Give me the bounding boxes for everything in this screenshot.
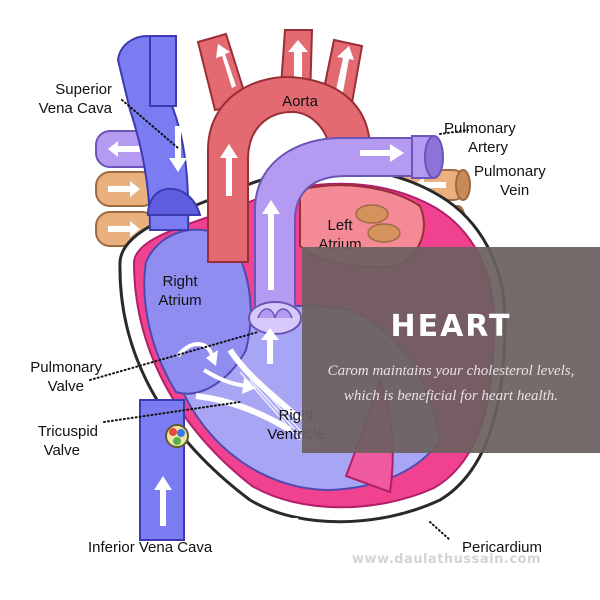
pulmonary-trunk — [248, 135, 444, 335]
label-pulmonary-valve-1: Pulmonary — [30, 359, 102, 376]
label-pulmonary-vein-1: Pulmonary — [474, 163, 546, 180]
label-inferior-vena-cava: Inferior Vena Cava — [88, 539, 213, 556]
label-pulmonary-valve-2: Valve — [48, 378, 84, 395]
label-superior-vena-cava-2: Vena Cava — [39, 100, 113, 117]
callout-pulmonary-valve — [89, 331, 259, 381]
info-card: HEART Carom maintains your cholesterol l… — [302, 247, 600, 453]
tricuspid-valve-marker — [165, 424, 189, 448]
vena-cava — [116, 35, 202, 541]
callout-tricuspid-valve — [103, 401, 241, 423]
label-right-atrium-1: Right — [162, 273, 198, 290]
label-right-atrium-2: Atrium — [158, 292, 201, 309]
label-pulmonary-artery-2: Artery — [468, 139, 509, 156]
label-superior-vena-cava-1: Superior — [55, 81, 112, 98]
label-pulmonary-artery-1: Pulmonary — [444, 120, 516, 137]
callout-pericardium — [429, 521, 451, 541]
watermark: www.daulathussain.com — [352, 552, 542, 567]
label-aorta: Aorta — [282, 93, 319, 110]
card-title: HEART — [390, 309, 512, 344]
label-tricuspid-valve-2: Valve — [44, 442, 80, 459]
callout-pulmonary-artery — [439, 129, 469, 135]
callout-superior-vena-cava — [121, 99, 179, 149]
label-tricuspid-valve-1: Tricuspid — [38, 423, 98, 440]
label-left-atrium-1: Left — [327, 217, 353, 234]
label-pericardium: Pericardium — [462, 539, 542, 556]
card-text: Carom maintains your cholesterol levels,… — [327, 363, 575, 404]
chamber-arrows — [176, 328, 304, 550]
label-pulmonary-vein-2: Vein — [500, 182, 529, 199]
